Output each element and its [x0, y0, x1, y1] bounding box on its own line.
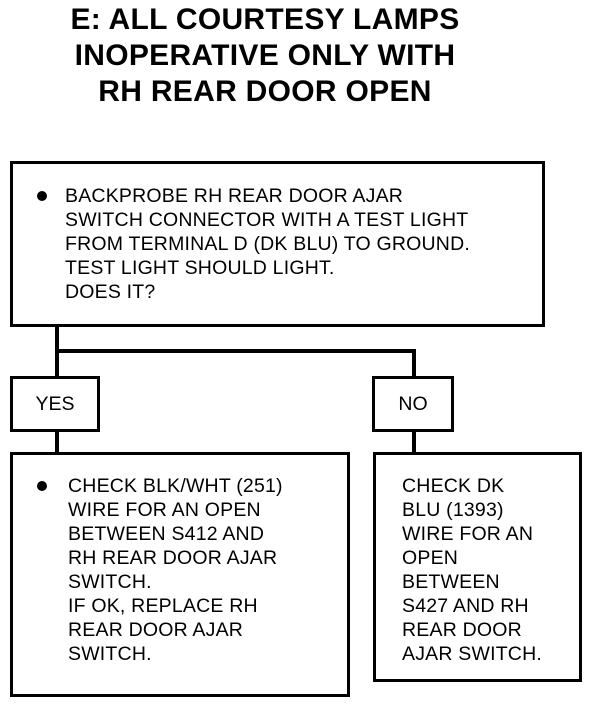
title-line: INOPERATIVE ONLY WITH [74, 39, 456, 72]
bullet-icon [37, 481, 47, 491]
no-result-line: REAR DOOR [402, 619, 522, 641]
test-step-line: TEST LIGHT SHOULD LIGHT. [65, 257, 335, 279]
no-result-line: OPEN [402, 547, 459, 569]
no-result-line: CHECK DK [402, 475, 505, 497]
title-line: E: ALL COURTESY LAMPS [70, 3, 460, 36]
yes-result-line: BETWEEN S412 AND [68, 523, 265, 545]
yes-result-line: RH REAR DOOR AJAR [68, 547, 278, 569]
yes-result-line: WIRE FOR AN OPEN [68, 499, 261, 521]
test-step-line: DOES IT? [65, 281, 156, 303]
no-result-line: BETWEEN [402, 571, 500, 593]
yes-result-box: CHECK BLK/WHT (251) WIRE FOR AN OPEN BET… [10, 452, 350, 697]
yes-result-line: IF OK, REPLACE RH [68, 595, 258, 617]
test-step-box: BACKPROBE RH REAR DOOR AJAR SWITCH CONNE… [10, 161, 545, 327]
yes-result-line: SWITCH. [68, 571, 152, 593]
yes-result-line: SWITCH. [68, 643, 152, 665]
no-result-line: AJAR SWITCH. [402, 643, 542, 665]
yes-label-box: YES [10, 376, 100, 432]
no-result-box: CHECK DK BLU (1393) WIRE FOR AN OPEN BET… [373, 452, 582, 682]
no-result-line: WIRE FOR AN [402, 523, 534, 545]
no-result-line: S427 AND RH [402, 595, 529, 617]
no-result-line: BLU (1393) [402, 499, 504, 521]
test-step-line: BACKPROBE RH REAR DOOR AJAR [65, 185, 404, 207]
bullet-icon [37, 191, 47, 201]
title-line: RH REAR DOOR OPEN [98, 75, 432, 108]
test-step-line: FROM TERMINAL D (DK BLU) TO GROUND. [65, 233, 470, 255]
yes-result-line: REAR DOOR AJAR [68, 619, 244, 641]
no-label-box: NO [372, 376, 454, 432]
test-step-line: SWITCH CONNECTOR WITH A TEST LIGHT [65, 209, 469, 231]
diagram-title: E: ALL COURTESY LAMPS INOPERATIVE ONLY W… [0, 2, 530, 110]
yes-result-line: CHECK BLK/WHT (251) [68, 475, 283, 497]
